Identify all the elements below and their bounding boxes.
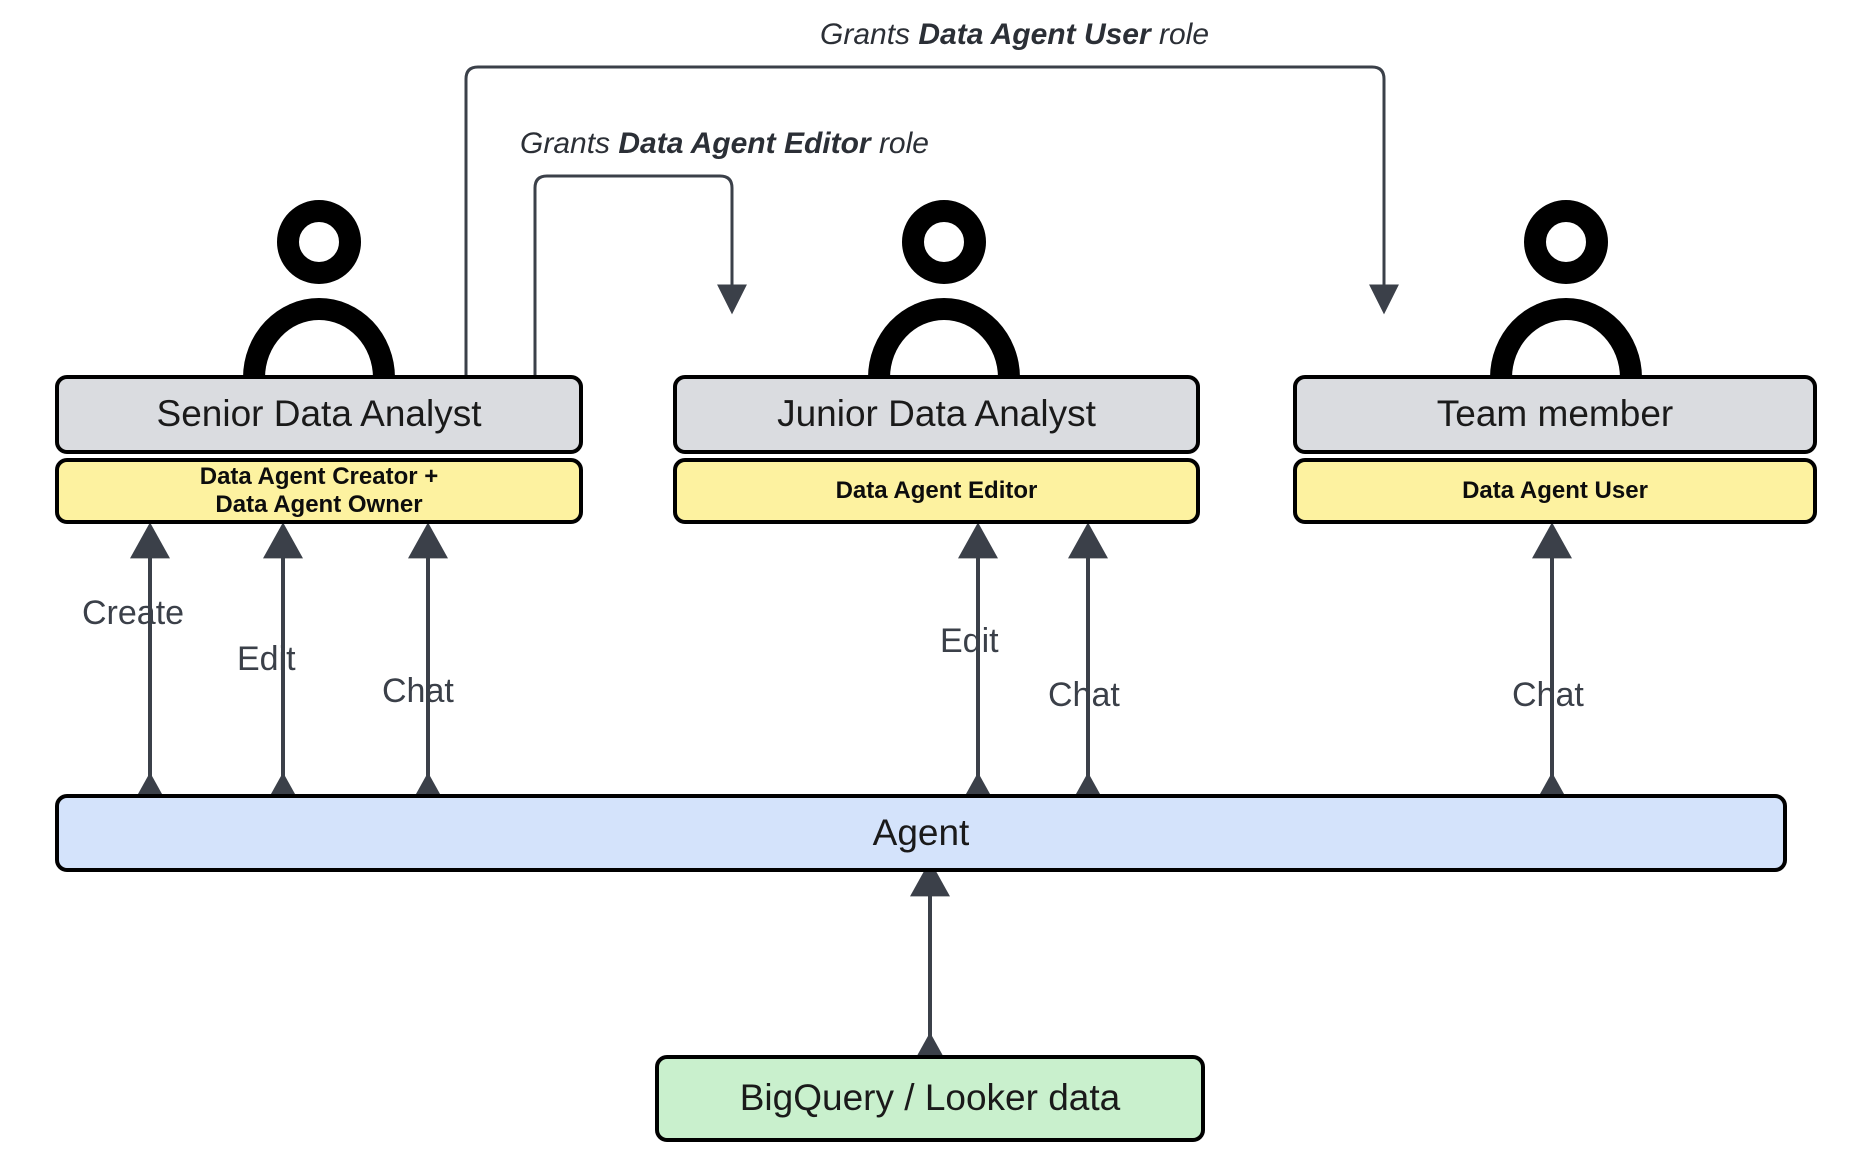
person-head-icon	[1524, 200, 1608, 284]
grants-user-prefix: Grants	[820, 18, 919, 51]
grants-user-suffix: role	[1150, 18, 1210, 51]
person-head-icon	[277, 200, 361, 284]
role-label-team-member: Team member	[1436, 393, 1674, 435]
permission-label-team-member: Data Agent User	[1462, 477, 1648, 505]
person-icon-junior-data-analyst	[858, 200, 1030, 380]
arrow-label-create: Create	[82, 594, 185, 632]
person-head-icon	[902, 200, 986, 284]
grants-user-label: Grants Data Agent User role	[820, 18, 1209, 52]
grants-editor-connector	[533, 174, 747, 378]
role-box-team-member[interactable]: Team member	[1293, 375, 1817, 454]
permission-box-team-member[interactable]: Data Agent User	[1293, 458, 1817, 524]
permission-box-senior-data-analyst[interactable]: Data Agent Creator + Data Agent Owner	[55, 458, 583, 524]
grants-user-role: Data Agent User	[918, 18, 1151, 51]
agent-box[interactable]: Agent	[55, 794, 1787, 872]
person-icon-team-member	[1480, 200, 1652, 380]
arrow-label-edit-senior: Edit	[237, 640, 296, 678]
role-box-senior-data-analyst[interactable]: Senior Data Analyst	[55, 375, 583, 454]
permission-label-line1-senior: Data Agent Creator +	[199, 463, 439, 491]
person-icon-senior-data-analyst	[233, 200, 405, 380]
data-source-box[interactable]: BigQuery / Looker data	[655, 1055, 1205, 1142]
grants-editor-label: Grants Data Agent Editor role	[520, 127, 929, 161]
permission-label-line2-senior: Data Agent Owner	[215, 491, 423, 518]
role-label-senior-data-analyst: Senior Data Analyst	[156, 393, 482, 435]
role-box-junior-data-analyst[interactable]: Junior Data Analyst	[673, 375, 1200, 454]
permission-label-junior: Data Agent Editor	[835, 477, 1038, 505]
arrow-label-chat-team: Chat	[1512, 676, 1584, 714]
grants-editor-role: Data Agent Editor	[618, 127, 871, 160]
person-shoulders-icon	[868, 298, 1020, 380]
arrow-label-chat-junior: Chat	[1048, 676, 1120, 714]
data-source-label: BigQuery / Looker data	[739, 1077, 1121, 1119]
grants-editor-prefix: Grants	[520, 127, 619, 160]
person-shoulders-icon	[1490, 298, 1642, 380]
role-label-junior-data-analyst: Junior Data Analyst	[777, 393, 1096, 435]
grants-editor-suffix: role	[870, 127, 929, 160]
agent-label: Agent	[872, 811, 970, 853]
person-shoulders-icon	[243, 298, 395, 380]
arrow-label-chat-senior: Chat	[382, 672, 454, 710]
arrow-label-edit-junior: Edit	[940, 622, 999, 660]
permission-box-junior-data-analyst[interactable]: Data Agent Editor	[673, 458, 1200, 524]
